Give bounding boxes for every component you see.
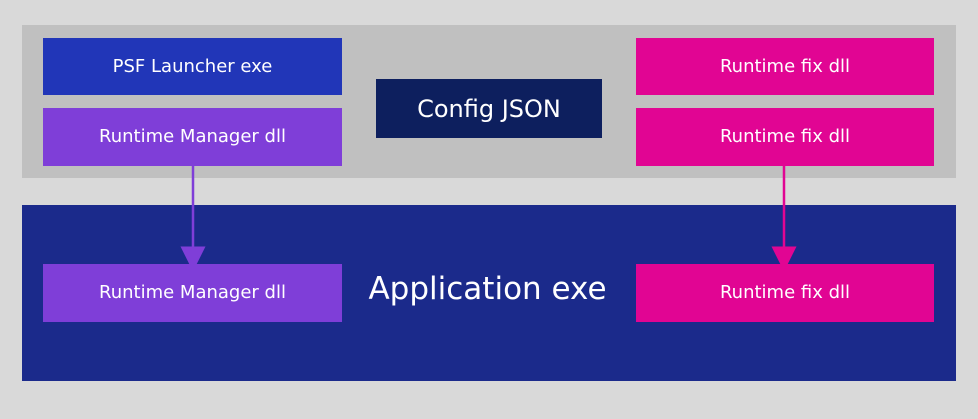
runtime-manager-bottom-box: Runtime Manager dll [43, 264, 342, 322]
application-exe-label: Application exe [368, 270, 607, 307]
psf-launcher-box: PSF Launcher exe [43, 38, 342, 95]
config-json-box: Config JSON [376, 79, 602, 138]
runtime-fix-bottom-box: Runtime fix dll [636, 264, 934, 322]
runtime-fix-top-box-1: Runtime fix dll [636, 38, 934, 95]
runtime-fix-top-box-2: Runtime fix dll [636, 108, 934, 166]
runtime-manager-top-box: Runtime Manager dll [43, 108, 342, 166]
